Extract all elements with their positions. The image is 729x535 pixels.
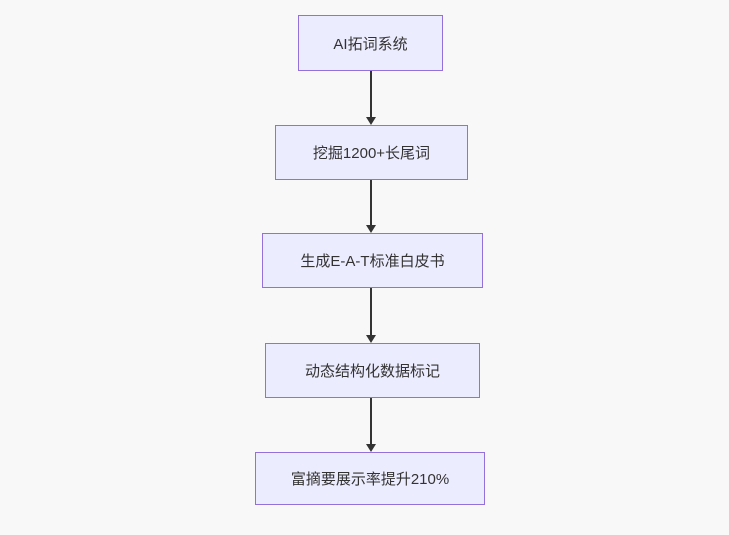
arrow-shaft [370,398,372,444]
arrowhead-icon [366,335,376,343]
arrowhead-icon [366,444,376,452]
arrowhead-icon [366,225,376,233]
node-label: 动态结构化数据标记 [304,363,440,380]
flow-arrow-down [365,398,377,452]
flow-arrow-down [365,288,377,343]
arrow-shaft [370,180,372,225]
node-label: 生成E-A-T标准白皮书 [300,253,445,270]
arrowhead-icon [366,117,376,125]
flowchart-node-longtail-keywords: 挖掘1200+长尾词 [275,125,468,180]
flowchart-node-rich-snippet-result: 富摘要展示率提升210% [255,452,485,505]
flow-arrow-down [365,180,377,233]
flowchart-node-ai-expand-system: AI拓词系统 [298,15,443,71]
flowchart-node-eat-whitepaper: 生成E-A-T标准白皮书 [262,233,483,288]
arrow-shaft [370,71,372,117]
flow-arrow-down [365,71,377,125]
node-label: 富摘要展示率提升210% [290,471,450,488]
arrow-shaft [370,288,372,335]
node-label: 挖掘1200+长尾词 [312,145,431,162]
node-label: AI拓词系统 [333,35,408,53]
flowchart-node-structured-data: 动态结构化数据标记 [265,343,480,398]
